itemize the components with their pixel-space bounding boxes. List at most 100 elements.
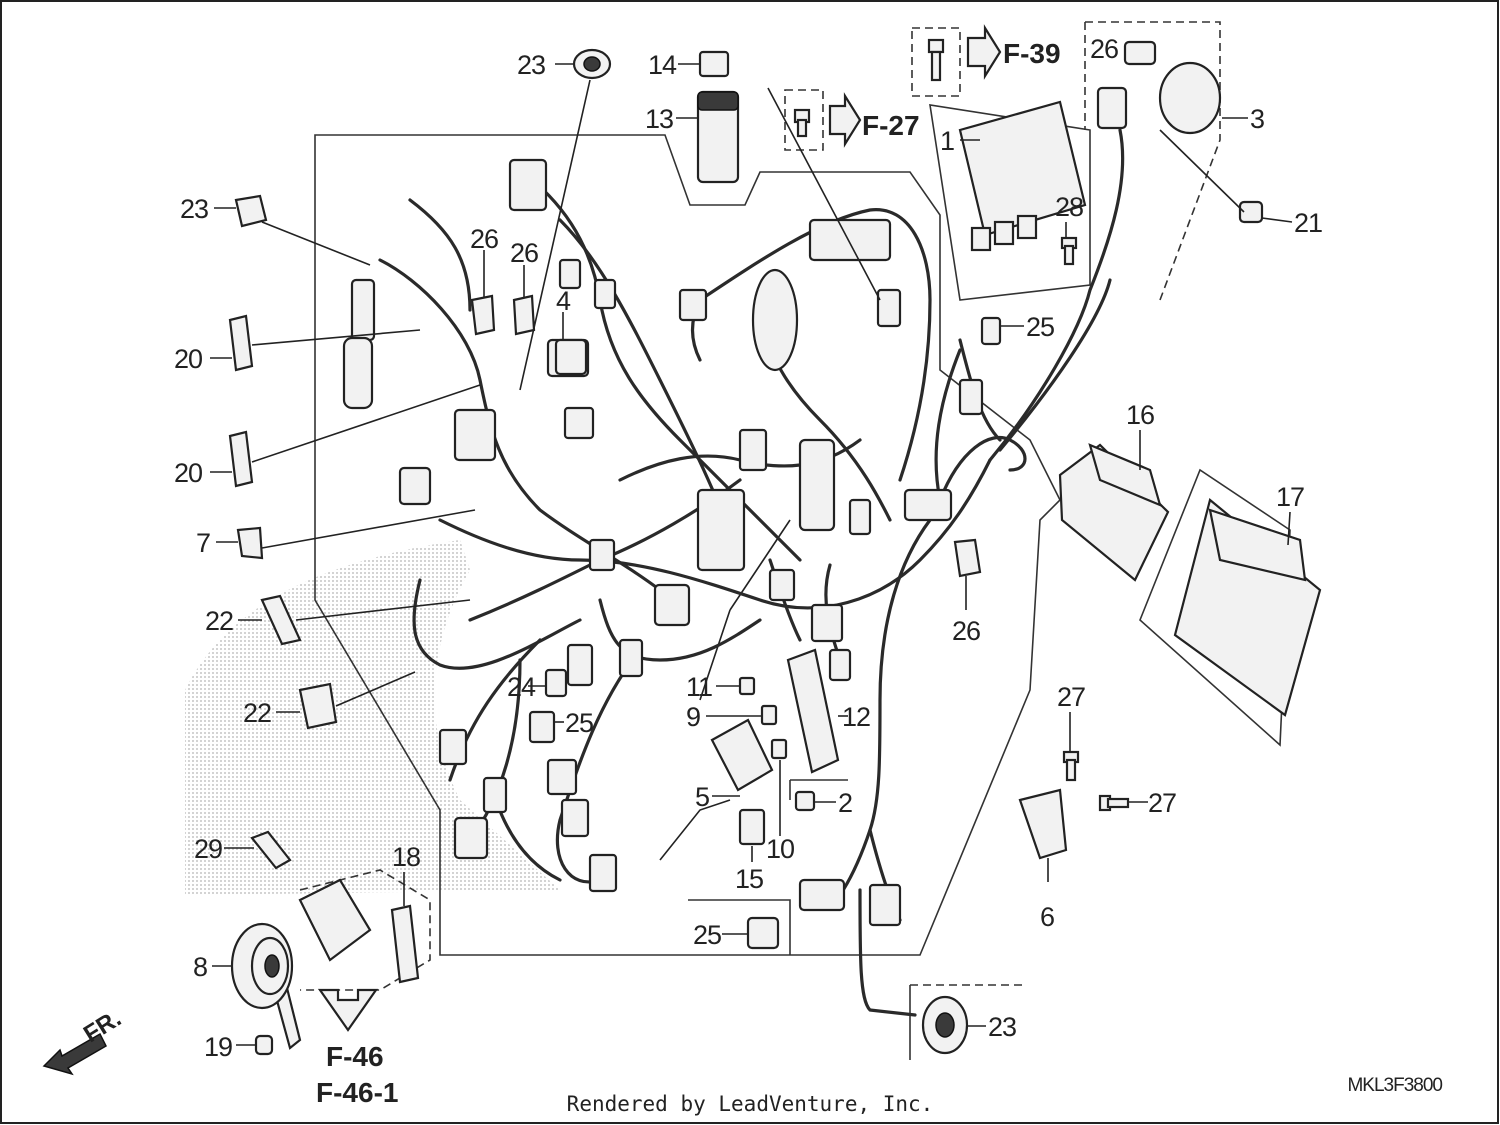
part-7-clip	[236, 526, 264, 560]
bracket-25	[688, 899, 791, 955]
part-25-clip-middle	[528, 710, 556, 744]
part-18-clip	[390, 904, 420, 984]
part-23-grommet-left	[234, 194, 268, 228]
part-8-horn	[230, 922, 294, 1010]
callout-14: 14	[648, 50, 677, 80]
callout-12: 12	[842, 702, 870, 732]
callout-17: 17	[1276, 482, 1304, 512]
callout-11: 11	[686, 672, 712, 702]
callout-1: 1	[940, 126, 954, 156]
part-19-bolt	[254, 1034, 274, 1056]
diagram-code: MKL3F3800	[1347, 1075, 1443, 1096]
callout-22-lower: 22	[243, 698, 271, 728]
callout-25-middle: 25	[565, 708, 593, 738]
callout-7: 7	[196, 528, 210, 558]
part-26-clip-b	[512, 294, 536, 336]
callout-3: 3	[1250, 104, 1264, 134]
part-25-clip-right	[980, 316, 1002, 346]
f27-arrow	[828, 92, 862, 148]
ref-f46-1[interactable]: F-46-1	[316, 1077, 398, 1108]
part-11-nut	[738, 676, 756, 696]
part-1-control-module	[958, 100, 1087, 252]
leader-lines	[483, 222, 1148, 935]
callout-9: 9	[686, 702, 700, 732]
ref-f27[interactable]: F-27	[862, 110, 920, 141]
ref-f39[interactable]: F-39	[1003, 38, 1061, 69]
callout-4: 4	[556, 286, 571, 316]
part-29-bolt	[250, 830, 292, 870]
callout-6: 6	[1040, 902, 1054, 932]
callout-25-right: 25	[1026, 312, 1054, 342]
callout-8: 8	[193, 952, 207, 982]
part-9-washer	[760, 704, 778, 726]
ref-f46[interactable]: F-46	[326, 1041, 384, 1072]
horn-group-outline	[299, 869, 431, 991]
callout-26-right: 26	[952, 616, 980, 646]
callout-16: 16	[1126, 400, 1154, 430]
callout-26-b: 26	[510, 238, 538, 268]
part-10-nut	[770, 738, 788, 760]
sensor-group-outline	[1084, 21, 1221, 301]
part-17-module	[1173, 498, 1322, 717]
callout-18: 18	[392, 842, 420, 872]
part-26-clip-a	[470, 294, 496, 336]
f46-arrow	[317, 988, 379, 1032]
f27-bolt	[793, 108, 811, 138]
callout-2: 2	[838, 788, 852, 818]
callout-27-b: 27	[1148, 788, 1176, 818]
part-12-fuse-box	[786, 648, 840, 774]
callout-29: 29	[194, 834, 222, 864]
front-direction-arrow	[42, 1032, 107, 1076]
part-27-bolt-a	[1062, 750, 1080, 782]
part-22-clip-lower	[298, 682, 338, 730]
part-2-clip	[794, 790, 816, 812]
part-3-sensor-assembly	[1096, 61, 1222, 135]
part-14-fuse-cap	[698, 50, 730, 78]
part-13-relay	[696, 90, 740, 184]
part-21-clip	[1238, 200, 1264, 224]
callout-13: 13	[645, 104, 673, 134]
callout-20-upper: 20	[174, 344, 202, 374]
callout-21: 21	[1294, 208, 1322, 238]
part-5-relay	[710, 718, 774, 792]
callout-5: 5	[695, 782, 709, 812]
callout-23-bottom: 23	[988, 1012, 1016, 1042]
part-15-relay	[738, 808, 766, 846]
callout-26-a: 26	[470, 224, 498, 254]
callout-19: 19	[204, 1032, 232, 1062]
part-6-bracket	[1018, 788, 1068, 860]
callout-26-top: 26	[1090, 34, 1118, 64]
callout-20-lower: 20	[174, 458, 202, 488]
part-26-clip-top	[1123, 40, 1157, 66]
part-26-clip-right	[953, 538, 982, 578]
part-16-module	[1058, 443, 1170, 582]
f39-bolt	[927, 38, 945, 82]
harness-connectors	[398, 158, 984, 927]
f39-arrow	[966, 24, 1002, 80]
bracket-2	[789, 779, 848, 800]
f27-box	[784, 89, 824, 151]
callout-23-top: 23	[517, 50, 545, 80]
callout-28: 28	[1055, 192, 1083, 222]
f39-box	[911, 27, 961, 97]
harness-group-outline	[314, 134, 1061, 956]
part-20-clip-lower	[228, 430, 254, 488]
callout-22-upper: 22	[205, 606, 233, 636]
callout-25-bottom: 25	[693, 920, 721, 950]
callout-27-a: 27	[1057, 682, 1085, 712]
callout-24: 24	[507, 672, 536, 702]
shading-area	[185, 540, 560, 895]
part-28-bolt	[1060, 236, 1078, 266]
part-4-relay	[554, 338, 588, 376]
part-23-grommet-bottom	[921, 995, 969, 1055]
part-23-grommet-top	[572, 48, 612, 80]
credit-text: Rendered by LeadVenture, Inc.	[566, 1092, 934, 1116]
part-24-clip	[544, 668, 568, 698]
part-left-sensor	[342, 278, 376, 410]
part-22-clip-upper	[260, 594, 302, 646]
part-20-clip-upper	[228, 314, 254, 372]
module-group-outline	[1139, 468, 1291, 747]
part-27-bolt-b	[1098, 794, 1130, 812]
